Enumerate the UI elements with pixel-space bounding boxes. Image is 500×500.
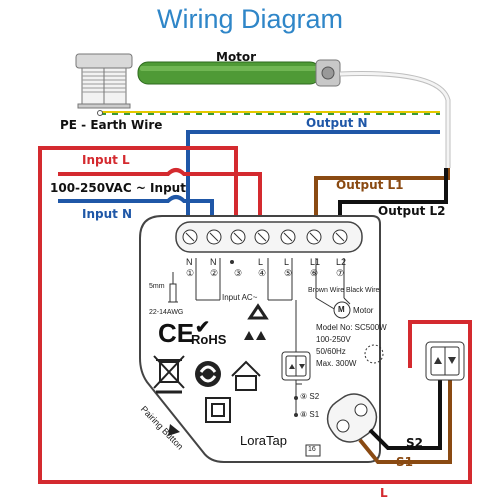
terminal-label: N [210,257,217,267]
terminal-number: ③ [234,268,243,278]
s2-terminal-label: ⑨ S2 [300,392,320,401]
terminal-label: N [186,257,193,267]
motor-symbol-m: M [338,305,345,314]
voltage-rating: 100-250V [316,335,351,344]
pe-earth-wire-label: PE - Earth Wire [60,118,163,132]
s2-external-wire [368,378,442,450]
terminal-number: ⑤ [284,268,293,278]
input-l-label: Input L [82,153,130,167]
terminal-label: L1 [310,257,321,267]
model-no: Model No: SC500W [316,323,387,332]
rohs-check-icon: ✔ [195,317,211,337]
diagram-title: Wiring Diagram [156,4,344,34]
terminal-number: ② [210,268,219,278]
terminal-number: ⑦ [336,268,345,278]
max-power-rating: Max. 300W [316,359,357,368]
rohs-mark: RoHS [191,332,227,347]
indoor-use-icon [231,360,261,391]
roller-shutter-icon [75,53,133,109]
input-n-label: Input N [82,207,133,221]
motor-tube [137,59,341,87]
output-n-label: Output N [306,116,368,130]
output-l1-label: Output L1 [336,178,404,192]
black-wire-label: Black Wire [346,287,380,294]
terminal-label: L [258,257,264,267]
s1-external-wire [358,378,452,464]
terminal-label: L2 [336,257,347,267]
output-l2-label: Output L2 [378,204,446,218]
s1-terminal-label: ⑧ S1 [300,410,320,419]
frequency-rating: 50/60Hz [316,347,346,356]
l-wire-loop [38,146,472,484]
brand-label: LoraTap [240,433,287,448]
terminal-number: ① [186,268,195,278]
ce-mark: CE [158,318,195,348]
strip-length-label: 5mm [149,283,165,290]
terminal-number: ⑥ [310,268,319,278]
s2-wire-label: S2 [406,436,423,450]
external-switch-icon [425,341,465,381]
age-mark: 16 [308,446,316,453]
output-n-wire [186,130,440,215]
pe-earth-wire [97,110,440,116]
output-l2-wire [338,168,448,222]
wire-gauge-label: 22-14AWG [149,309,184,316]
switch-inside-module [281,351,311,381]
terminal-number: ④ [258,268,267,278]
pairing-button-arrow [168,424,180,436]
input-voltage-label: 100-250VAC ~ Input [50,181,186,195]
recycle-icon [244,303,269,340]
input-l-wire [58,168,262,215]
l-bottom-label: L [380,486,388,500]
s1-s2-terminal-block [326,393,378,443]
terminal-label: L [284,257,290,267]
double-insulation-icon [205,397,231,423]
green-dot-icon [195,361,221,387]
module-motor-label: Motor [353,306,374,315]
s1-wire-label: S1 [396,455,413,469]
input-ac-label: Input AC~ [222,293,258,302]
input-n-wire [58,195,214,215]
motor-label: Motor [216,50,257,64]
model-spec-block: Model No: SC500W 100-250V 50/60Hz Max. 3… [316,322,387,370]
weee-bin-icon [153,355,185,394]
brown-wire-label: Brown Wire [308,287,345,294]
